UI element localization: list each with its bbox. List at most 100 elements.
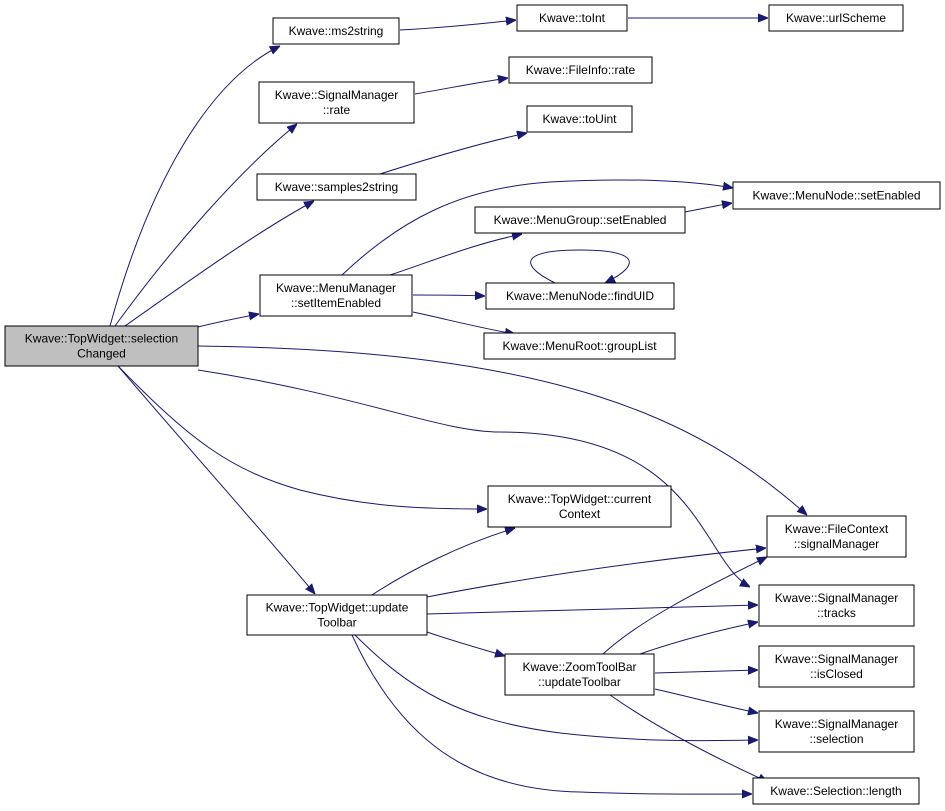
edge-selectionChanged-to-setItemEnabled — [197, 314, 259, 328]
node-box — [758, 710, 915, 753]
edge-updateToolbar-to-currentContext — [371, 528, 515, 596]
node-selectionLength[interactable]: Kwave::Selection::length — [752, 777, 920, 805]
node-box — [766, 515, 907, 558]
edge-selectionChanged-to-currentContext — [117, 365, 487, 509]
edge-zoomUpdateToolbar-to-selectionLength — [609, 694, 768, 782]
node-updateToolbar[interactable]: Kwave::TopWidget::updateToolbar — [246, 594, 428, 636]
node-toUint[interactable]: Kwave::toUint — [526, 105, 633, 133]
node-zoomUpdateToolbar[interactable]: Kwave::ZoomToolBar::updateToolbar — [504, 653, 655, 696]
node-box — [504, 653, 655, 696]
node-box — [487, 485, 672, 528]
edge-menuGroupSetEnabled-to-menuNodeSetEnabled — [684, 203, 732, 213]
edge-setItemEnabled-to-findUID — [412, 295, 485, 296]
node-box — [758, 584, 915, 627]
edge-selectionChanged-to-samples2string — [124, 201, 314, 327]
node-box — [483, 332, 676, 360]
node-label: Kwave::urlScheme — [786, 11, 886, 25]
node-label: ::tracks — [817, 606, 856, 620]
edge-samples2string-to-toUint — [379, 133, 527, 175]
node-label: Changed — [77, 347, 126, 361]
node-box — [4, 325, 199, 367]
edge-zoomUpdateToolbar-to-fcSignalManager — [602, 557, 767, 655]
edge-zoomUpdateToolbar-to-tracks — [639, 622, 758, 655]
edge-updateToolbar-to-tracks — [426, 605, 758, 615]
node-fileInfoRate[interactable]: Kwave::FileInfo::rate — [508, 56, 653, 84]
node-label: ::setItemEnabled — [291, 296, 381, 310]
node-ms2string[interactable]: Kwave::ms2string — [272, 17, 400, 45]
node-urlScheme[interactable]: Kwave::urlScheme — [768, 4, 904, 32]
node-label: Kwave::Selection::length — [770, 784, 901, 798]
node-label: Kwave::SignalManager — [275, 88, 398, 102]
node-label: Toolbar — [317, 616, 356, 630]
node-label: Kwave::MenuRoot::groupList — [502, 339, 657, 353]
node-label: Kwave::SignalManager — [775, 652, 898, 666]
node-box — [758, 645, 915, 688]
node-label: ::isClosed — [810, 667, 863, 681]
node-label: Kwave::FileContext — [785, 522, 889, 536]
node-isClosed[interactable]: Kwave::SignalManager::isClosed — [758, 645, 915, 688]
edge-zoomUpdateToolbar-to-smSelection — [654, 688, 758, 713]
node-box — [752, 777, 920, 805]
node-findUID[interactable]: Kwave::MenuNode::findUID — [485, 282, 675, 310]
node-menuNodeSetEnabled[interactable]: Kwave::MenuNode::setEnabled — [732, 181, 941, 210]
node-label: Kwave::MenuManager — [276, 281, 396, 295]
edge-zoomUpdateToolbar-to-isClosed — [654, 670, 758, 673]
node-label: Kwave::TopWidget::selection — [25, 332, 178, 346]
node-toInt[interactable]: Kwave::toInt — [516, 4, 628, 32]
edge-selectionChanged-to-updateToolbar — [117, 365, 315, 594]
node-box — [508, 56, 653, 84]
edge-setItemEnabled-to-groupList — [412, 311, 515, 334]
node-box — [259, 274, 413, 317]
node-label: Kwave::MenuNode::setEnabled — [752, 189, 920, 203]
edge-updateToolbar-to-selectionLength — [351, 634, 752, 794]
node-box — [526, 105, 633, 133]
edge-setItemEnabled-to-menuGroupSetEnabled — [389, 234, 522, 276]
edge-selectionChanged-to-signalManagerRate — [114, 124, 297, 327]
node-label: ::selection — [809, 732, 863, 746]
node-layer: Kwave::TopWidget::selectionChangedKwave:… — [4, 4, 941, 805]
node-fcSignalManager[interactable]: Kwave::FileContext::signalManager — [766, 515, 907, 558]
edge-layer — [109, 18, 807, 794]
node-tracks[interactable]: Kwave::SignalManager::tracks — [758, 584, 915, 627]
node-label: Kwave::FileInfo::rate — [526, 63, 636, 77]
node-label: Kwave::ms2string — [289, 24, 384, 38]
node-label: Kwave::ZoomToolBar — [522, 660, 636, 674]
node-setItemEnabled[interactable]: Kwave::MenuManager::setItemEnabled — [259, 274, 413, 317]
node-box — [256, 173, 417, 201]
node-box — [732, 181, 941, 210]
node-label: ::rate — [323, 103, 351, 117]
node-signalManagerRate[interactable]: Kwave::SignalManager::rate — [258, 81, 415, 124]
node-label: ::updateToolbar — [538, 675, 621, 689]
node-groupList[interactable]: Kwave::MenuRoot::groupList — [483, 332, 676, 360]
node-label: Kwave::MenuGroup::setEnabled — [494, 213, 667, 227]
node-box — [485, 282, 675, 310]
edge-selectionChanged-to-fcSignalManager — [197, 345, 807, 515]
node-label: Kwave::SignalManager — [775, 591, 898, 605]
node-box — [246, 594, 428, 636]
node-label: Kwave::TopWidget::update — [266, 601, 409, 615]
edge-signalManagerRate-to-fileInfoRate — [414, 78, 508, 95]
node-menuGroupSetEnabled[interactable]: Kwave::MenuGroup::setEnabled — [474, 206, 686, 234]
edge-setItemEnabled-to-menuNodeSetEnabled — [341, 179, 733, 276]
node-label: Kwave::samples2string — [275, 180, 398, 194]
node-label: ::signalManager — [794, 537, 879, 551]
node-box — [272, 17, 400, 45]
edge-selectionChanged-to-ms2string — [109, 46, 280, 327]
edge-updateToolbar-to-fcSignalManager — [426, 548, 766, 598]
node-label: Kwave::SignalManager — [775, 717, 898, 731]
edge-updateToolbar-to-zoomUpdateToolbar — [426, 631, 505, 656]
node-label: Kwave::toInt — [539, 11, 606, 25]
edge-updateToolbar-to-smSelection — [354, 634, 758, 741]
node-box — [258, 81, 415, 124]
node-box — [768, 4, 904, 32]
node-label: Kwave::TopWidget::current — [508, 492, 652, 506]
node-label: Kwave::toUint — [542, 112, 617, 126]
node-box — [474, 206, 686, 234]
edge-findUID-to-findUID — [530, 249, 630, 283]
node-samples2string[interactable]: Kwave::samples2string — [256, 173, 417, 201]
node-smSelection[interactable]: Kwave::SignalManager::selection — [758, 710, 915, 753]
node-label: Context — [559, 507, 601, 521]
